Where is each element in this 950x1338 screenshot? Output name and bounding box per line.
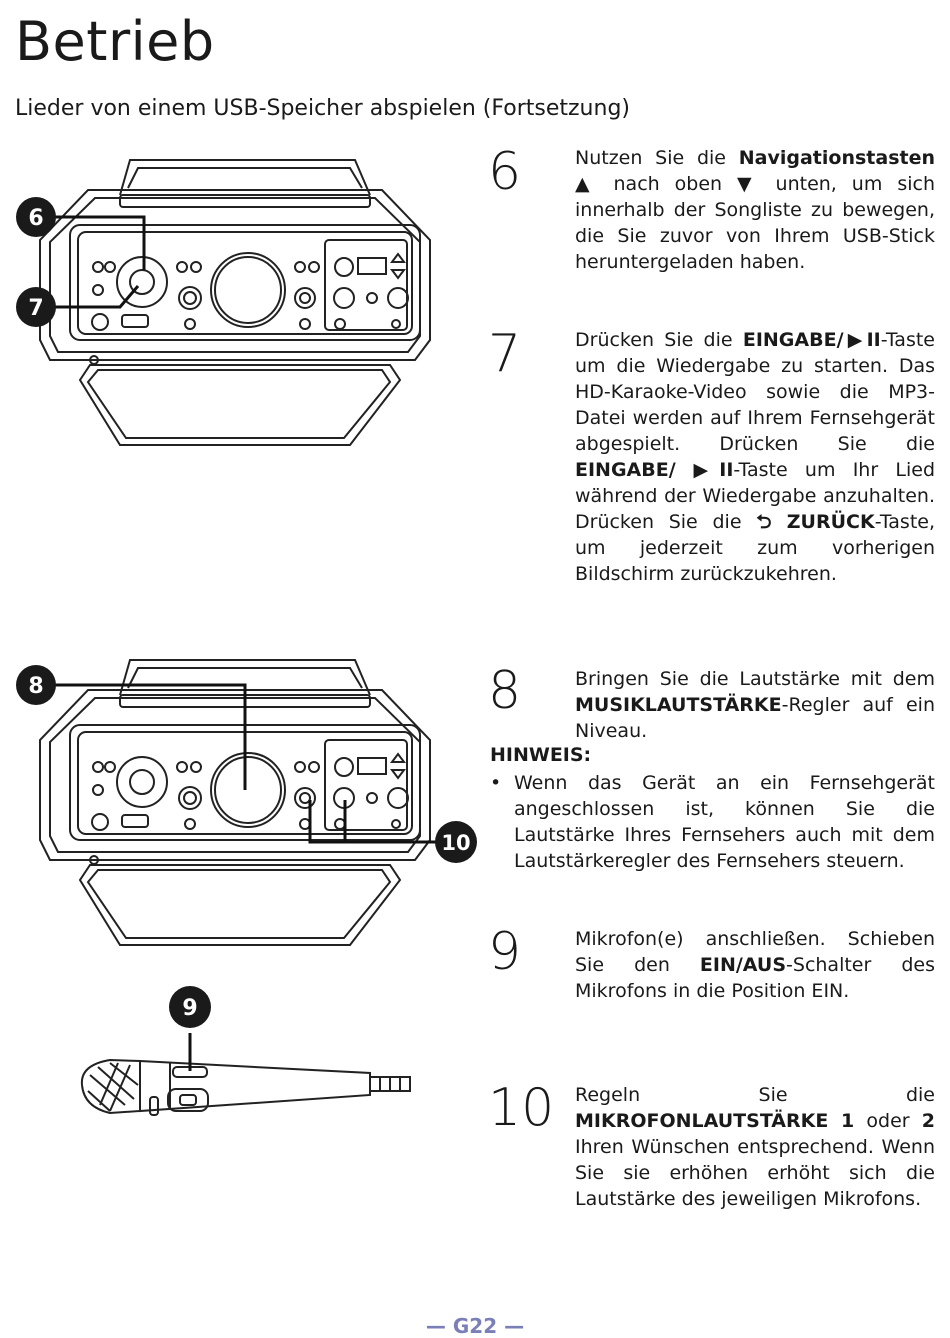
step-number-8: 8 [488, 661, 522, 721]
note-body: • Wenn das Gerät an ein Fernsehgerät ang… [490, 770, 935, 874]
karaoke-machine-illustration-volume: 8 10 [16, 659, 477, 946]
page-title: Betrieb [15, 10, 215, 73]
step-number-7: 7 [488, 324, 522, 384]
callout-7-badge: 7 [28, 296, 43, 321]
callout-10-badge: 10 [441, 831, 470, 855]
note-title: HINWEIS: [490, 744, 592, 766]
step-number-10: 10 [488, 1078, 555, 1138]
note-bullet: • [490, 772, 502, 794]
step-text-9: Mikrofon(e) anschließen. Schieben Sie de… [575, 928, 935, 1002]
step-number-9: 9 [488, 922, 522, 982]
callout-6-badge: 6 [28, 206, 43, 231]
step-text-6: Nutzen Sie die Navigationstasten ▲ nach … [575, 147, 935, 273]
note-text: Wenn das Gerät an ein Fernsehgerät anges… [514, 772, 935, 872]
page-footer: — G22 — [425, 1314, 525, 1338]
step-number-6: 6 [488, 142, 522, 202]
callout-8-badge: 8 [28, 674, 43, 699]
microphone-illustration: 9 [80, 986, 411, 1116]
step-text-8: Bringen Sie die Lautstärke mit dem MUSIK… [575, 668, 935, 742]
step-text-10: Regeln Sie die MIKROFONLAUTSTÄRKE 1 oder… [575, 1084, 935, 1210]
callout-9-badge: 9 [182, 996, 197, 1021]
karaoke-machine-illustration-top: 6 7 [16, 159, 431, 446]
page-subtitle: Lieder von einem USB-Speicher abspielen … [15, 96, 630, 121]
step-text-7: Drücken Sie die EINGABE/▶II-Taste um die… [575, 329, 936, 585]
